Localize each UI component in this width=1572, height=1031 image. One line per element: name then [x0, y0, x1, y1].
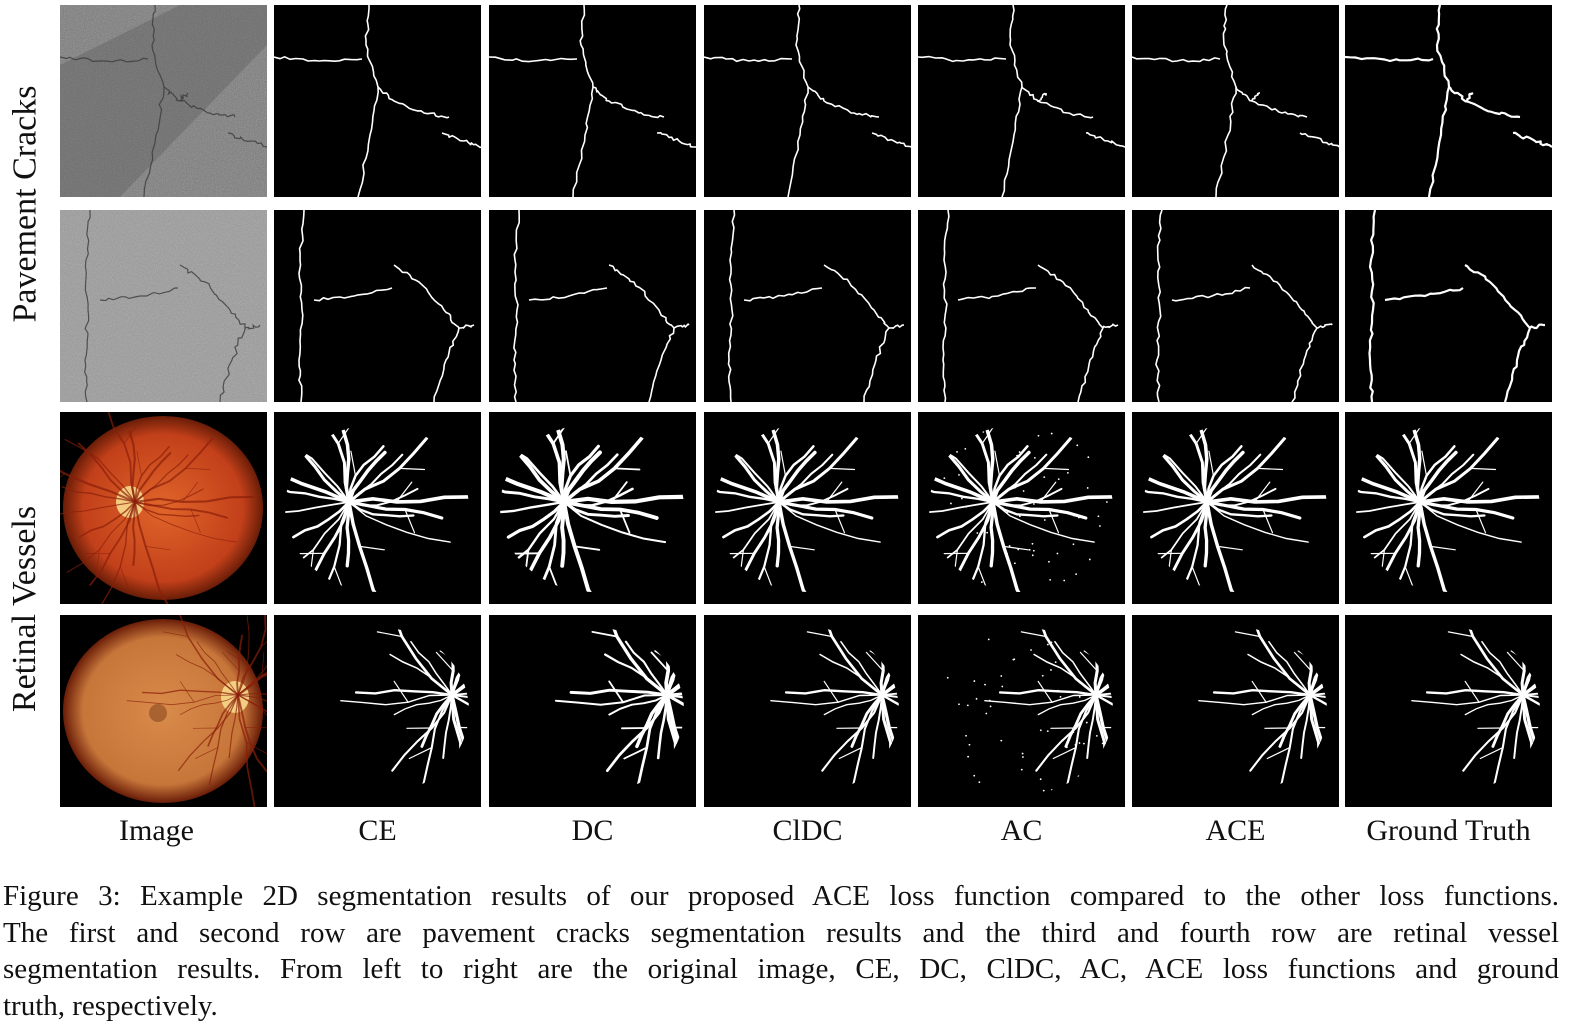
column-label-dc: DC: [571, 814, 614, 847]
panel-vessel-1-dc: [489, 412, 696, 604]
column-label-image: Image: [119, 814, 194, 847]
panel-vessel-1-ace: [1132, 412, 1339, 604]
panel-crack-2-cldc: [704, 210, 911, 402]
panel-crack-1-ground-truth: [1345, 5, 1552, 197]
panel-vessel-2-ce: [274, 615, 481, 807]
caption-line: truth, respectively.: [3, 989, 218, 1022]
panel-crack-1-ac: [918, 5, 1125, 197]
figure-3: Pavement Cracks Retinal Vessels Image CE…: [6, 5, 1552, 847]
panel-crack-1-cldc: [704, 5, 911, 197]
panel-crack-2-dc: [489, 210, 696, 402]
panel-crack-1-ace: [1132, 5, 1339, 197]
figure-caption: Figure 3: Example 2D segmentation result…: [3, 878, 1559, 1024]
panel-vessel-1-ce: [274, 412, 481, 604]
panel-crack-2-ace: [1132, 210, 1339, 402]
panel-vessel-1-image: [60, 412, 267, 604]
row-group-label-pavement-cracks: Pavement Cracks: [6, 85, 43, 323]
panel-vessel-2-ace: [1132, 615, 1339, 807]
panel-vessel-2-ground-truth: [1345, 615, 1552, 807]
column-label-ace: ACE: [1205, 814, 1266, 847]
panel-vessel-1-cldc: [704, 412, 911, 604]
panel-crack-2-ac: [918, 210, 1125, 402]
panel-crack-2-image: [60, 210, 267, 402]
panel-crack-2-ce: [274, 210, 481, 402]
panel-crack-2-ground-truth: [1345, 210, 1552, 402]
panel-crack-1-ce: [274, 5, 481, 197]
column-label-ground-truth: Ground Truth: [1366, 814, 1531, 847]
panel-vessel-2-dc: [489, 615, 696, 807]
column-label-ce: CE: [358, 814, 397, 847]
panel-vessel-2-ac: [918, 615, 1125, 807]
column-label-cldc: ClDC: [772, 814, 843, 847]
caption-line: Figure 3: Example 2D segmentation result…: [3, 880, 1559, 912]
caption-line: The first and second row are pavement cr…: [3, 916, 1559, 949]
row-group-label-retinal-vessels: Retinal Vessels: [6, 505, 44, 713]
panel-vessel-1-ac: [918, 412, 1125, 604]
panel-crack-1-dc: [489, 5, 696, 197]
panel-vessel-1-ground-truth: [1345, 412, 1552, 604]
caption-line: segmentation results. From left to right…: [3, 953, 1559, 985]
panel-vessel-2-cldc: [704, 615, 911, 807]
column-label-ac: AC: [1000, 814, 1043, 847]
panel-vessel-2-image: [60, 615, 267, 807]
panel-crack-1-image: [60, 5, 267, 197]
